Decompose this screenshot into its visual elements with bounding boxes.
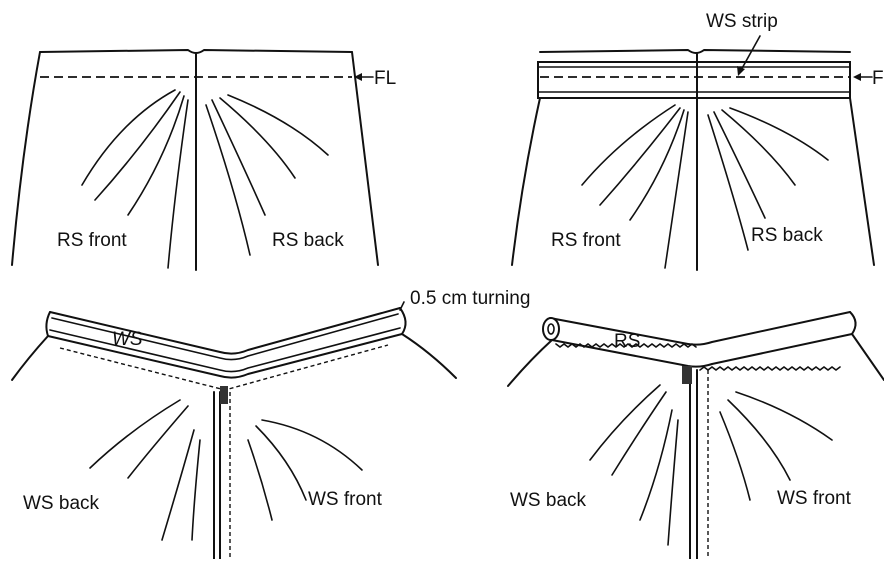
bl-strip-inner-1 xyxy=(51,313,399,361)
br-binding-bottom xyxy=(551,333,853,368)
tr-drape-4 xyxy=(664,111,689,269)
br-seam-hatch xyxy=(682,366,692,384)
tr-label-ws-strip: WS strip xyxy=(706,11,778,32)
br-right-outline xyxy=(851,333,884,381)
tl-left-outline xyxy=(11,51,41,266)
panel-top-right-drawing xyxy=(511,35,875,271)
tr-drape-1 xyxy=(581,104,676,186)
bl-stitch-line xyxy=(59,344,389,391)
bl-right-outline xyxy=(401,333,457,379)
tl-drape-2 xyxy=(94,91,181,201)
bl-drape-2 xyxy=(127,405,189,479)
bl-seam-hatch xyxy=(220,386,228,404)
bl-drape-5 xyxy=(261,419,363,471)
tr-drape-2 xyxy=(599,107,681,206)
bl-label-ws-front: WS front xyxy=(308,489,382,510)
tl-drape-5 xyxy=(227,94,329,156)
bl-drape-4 xyxy=(191,439,201,541)
tr-left-outline xyxy=(511,97,541,266)
br-drape-4 xyxy=(667,419,679,546)
bl-label-ws: WS xyxy=(112,329,143,350)
tr-drape-8 xyxy=(707,114,749,251)
tl-label-rs-front: RS front xyxy=(57,230,127,251)
tl-fold-arrowhead xyxy=(354,73,362,81)
tl-drape-3 xyxy=(127,95,185,216)
br-label-ws-back: WS back xyxy=(510,490,587,511)
br-drape-6 xyxy=(727,399,791,481)
bl-label-ws-back: WS back xyxy=(23,493,100,514)
tr-strip-arrow xyxy=(739,35,761,73)
br-drape-1 xyxy=(589,384,661,461)
bl-drape-7 xyxy=(247,439,273,521)
tl-drape-1 xyxy=(81,89,176,186)
panel-bottom-left-drawing xyxy=(11,301,457,560)
bl-label-turning: 0.5 cm turning xyxy=(410,288,531,309)
bl-strip-left-end xyxy=(45,311,51,337)
tr-label-rs-front: RS front xyxy=(551,230,621,251)
bl-drape-6 xyxy=(255,425,307,501)
tr-label-rs-back: RS back xyxy=(751,225,823,246)
tl-waist-edge xyxy=(39,49,353,54)
br-left-outline xyxy=(507,339,553,387)
bl-drape-1 xyxy=(89,399,181,469)
tr-right-outline xyxy=(849,97,875,266)
bl-strip-bottom xyxy=(47,333,403,379)
tr-label-fl: FL xyxy=(872,69,884,88)
br-binding-roll-left xyxy=(542,317,560,341)
tl-drape-7 xyxy=(211,99,266,216)
br-drape-3 xyxy=(639,409,673,521)
tl-right-outline xyxy=(351,51,379,266)
tl-label-fl: FL xyxy=(374,68,397,89)
br-drape-5 xyxy=(735,391,833,441)
bl-strip-right-end xyxy=(399,307,407,335)
tr-drape-6 xyxy=(721,109,796,186)
bl-strip-top xyxy=(49,307,401,355)
tl-drape-4 xyxy=(167,99,189,269)
br-binding-top xyxy=(549,311,851,346)
tr-drape-5 xyxy=(729,107,829,161)
bl-strip-inner-2 xyxy=(49,327,401,373)
br-drape-2 xyxy=(611,391,667,476)
tl-label-rs-back: RS back xyxy=(272,230,344,251)
tr-waist-edge xyxy=(539,49,851,54)
tl-drape-6 xyxy=(219,97,296,179)
tr-strip-arrowhead xyxy=(737,66,745,76)
tr-drape-3 xyxy=(629,109,685,221)
tr-drape-7 xyxy=(713,111,766,219)
bl-drape-3 xyxy=(161,429,195,541)
tl-drape-8 xyxy=(205,104,251,256)
br-binding-roll-left-inner xyxy=(547,323,555,335)
br-drape-7 xyxy=(719,411,751,501)
br-zigzag-edge xyxy=(555,343,841,371)
br-binding-right-end xyxy=(849,311,857,335)
bl-left-outline xyxy=(11,335,49,381)
panel-top-left-drawing xyxy=(11,49,379,271)
panel-bottom-right-drawing xyxy=(507,311,884,560)
br-label-ws-front: WS front xyxy=(777,488,851,509)
bl-turning-pointer xyxy=(399,301,405,311)
tr-fold-arrowhead xyxy=(853,73,861,81)
br-label-rs: RS xyxy=(614,331,641,352)
